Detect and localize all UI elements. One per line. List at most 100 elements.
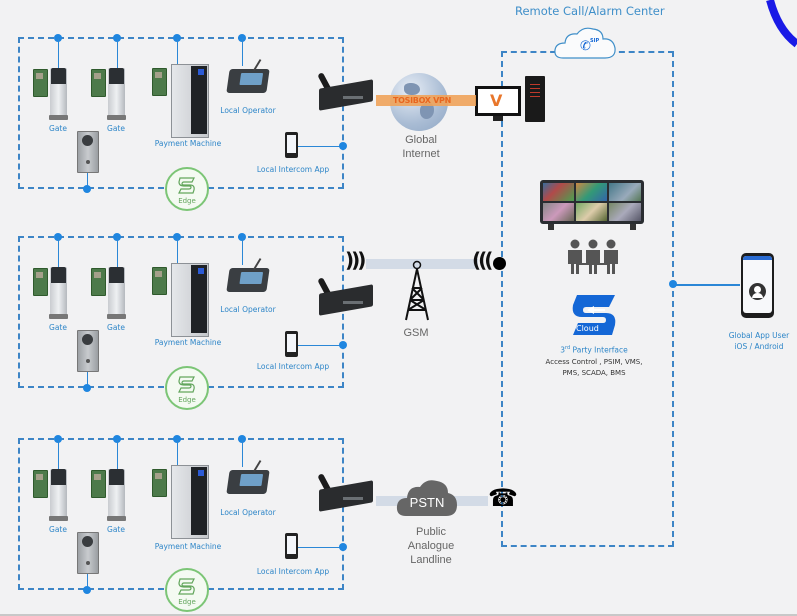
gate2-link <box>116 38 118 68</box>
operator-phone-device[interactable] <box>226 470 270 494</box>
monitor: V <box>475 86 521 116</box>
gsm-endpoint-dot <box>493 257 506 270</box>
controller-board <box>91 470 106 498</box>
v-logo-icon: V <box>490 91 503 110</box>
signal-out-icon: ))) <box>345 248 366 272</box>
gate2-link <box>116 439 118 469</box>
gate-device[interactable] <box>49 267 68 319</box>
sip-phone-icon: ✆ <box>580 39 591 54</box>
telephone-icon: ☎ <box>488 484 518 512</box>
site-pstn: Gate Gate Payment Machine Local Operator… <box>0 401 373 616</box>
global-app-phone[interactable] <box>741 253 774 318</box>
app-link <box>298 344 343 346</box>
pstn-cloud-icon <box>396 480 457 516</box>
bus-dot <box>83 384 91 392</box>
gate-device[interactable] <box>107 469 126 521</box>
operator-link <box>241 237 243 265</box>
gate1-link <box>57 237 59 267</box>
sip-cloud: ✆ SIP <box>553 26 619 62</box>
cloud-label: Cloud <box>576 324 599 333</box>
pstn-label-line1: Public <box>416 526 446 538</box>
controller-board <box>91 268 106 296</box>
edge-badge: Edge <box>165 568 209 612</box>
signal-in-icon: ((( <box>472 248 493 272</box>
operator-link <box>241 38 243 66</box>
diagram-title: Remote Call/Alarm Center <box>515 4 665 18</box>
bus-dot <box>83 586 91 594</box>
gate-device[interactable] <box>49 68 68 120</box>
door-intercom-device[interactable] <box>77 532 99 574</box>
door-intercom-device[interactable] <box>77 330 99 372</box>
third-party-line2: PMS, SCADA, BMS <box>562 369 626 377</box>
payment-link <box>176 439 178 467</box>
third-party-title-number: 3 <box>560 345 566 355</box>
intercom-link <box>86 173 88 189</box>
gate2-link <box>116 237 118 267</box>
local-intercom-app-label: Local Intercom App <box>256 362 330 371</box>
intercom-app-phone[interactable] <box>285 331 298 357</box>
gate-label: Gate <box>49 525 67 534</box>
pstn-label-line2: Analogue <box>407 540 455 552</box>
payment-machine-label: Payment Machine <box>154 542 222 551</box>
sip-label: SIP <box>590 38 600 44</box>
gate-device[interactable] <box>107 267 126 319</box>
gate-device[interactable] <box>107 68 126 120</box>
gate-label: Gate <box>49 323 67 332</box>
s-cloud-icon <box>572 295 616 335</box>
corner-arc-decoration <box>766 0 797 48</box>
payment-machine-label: Payment Machine <box>154 139 222 148</box>
controller-board <box>33 268 48 296</box>
app-user-line1: Global App User <box>728 331 790 340</box>
payment-machine-device[interactable] <box>171 465 209 539</box>
gsm-tower-icon <box>405 260 429 321</box>
bottom-divider <box>0 614 797 616</box>
intercom-link <box>86 372 88 388</box>
gate-label: Gate <box>49 124 67 133</box>
operator-phone-device[interactable] <box>226 69 270 93</box>
gate-label: Gate <box>107 525 125 534</box>
intercom-app-phone[interactable] <box>285 132 298 158</box>
payment-machine-label: Payment Machine <box>154 338 222 347</box>
edge-router-device[interactable] <box>315 473 373 512</box>
site-internet: Gate Gate Payment Machine Local Operator… <box>0 0 373 211</box>
door-intercom-device[interactable] <box>77 131 99 173</box>
monitor-stand <box>493 116 503 121</box>
app-user-link-dot <box>669 280 677 288</box>
cloud-icon <box>554 27 616 59</box>
payment-machine-device[interactable] <box>171 64 209 138</box>
edge-badge: Edge <box>165 167 209 211</box>
internet-label-line1: Global <box>405 134 437 146</box>
edge-badge: Edge <box>165 366 209 410</box>
edge-label: Edge <box>178 197 196 205</box>
operator-pc: V <box>475 76 550 126</box>
edge-router-device[interactable] <box>315 277 373 316</box>
operator-phone-device[interactable] <box>226 268 270 292</box>
site-gsm: Gate Gate Payment Machine Local Operator… <box>0 199 373 410</box>
local-intercom-app-label: Local Intercom App <box>256 165 330 174</box>
edge-router-device[interactable] <box>315 72 373 111</box>
gsm-link-tube <box>366 259 478 269</box>
intercom-app-phone[interactable] <box>285 533 298 559</box>
third-party-title-sup: rd <box>565 345 571 351</box>
pstn-cloud: PSTN <box>396 478 458 518</box>
gate-device[interactable] <box>49 469 68 521</box>
app-user-line2: iOS / Android <box>734 342 784 351</box>
vpn-label: TOSIBOX VPN <box>393 96 452 105</box>
edge-label: Edge <box>178 396 196 404</box>
operators-people-icon <box>568 239 618 274</box>
controller-board <box>152 469 167 497</box>
third-party-line1: Access Control , PSIM, VMS, <box>545 358 643 366</box>
s-edge-icon <box>178 578 195 595</box>
bus-dot <box>83 185 91 193</box>
s-edge-icon <box>178 177 195 194</box>
controller-board <box>152 68 167 96</box>
pstn-label-line3: Landline <box>410 554 452 566</box>
third-party-title: 3rd Party Interface <box>560 345 628 355</box>
controller-board <box>33 470 48 498</box>
video-wall <box>540 180 644 232</box>
local-operator-label: Local Operator <box>220 508 276 517</box>
payment-machine-device[interactable] <box>171 263 209 337</box>
gate-label: Gate <box>107 323 125 332</box>
avatar-icon <box>749 283 766 300</box>
controller-board <box>33 69 48 97</box>
